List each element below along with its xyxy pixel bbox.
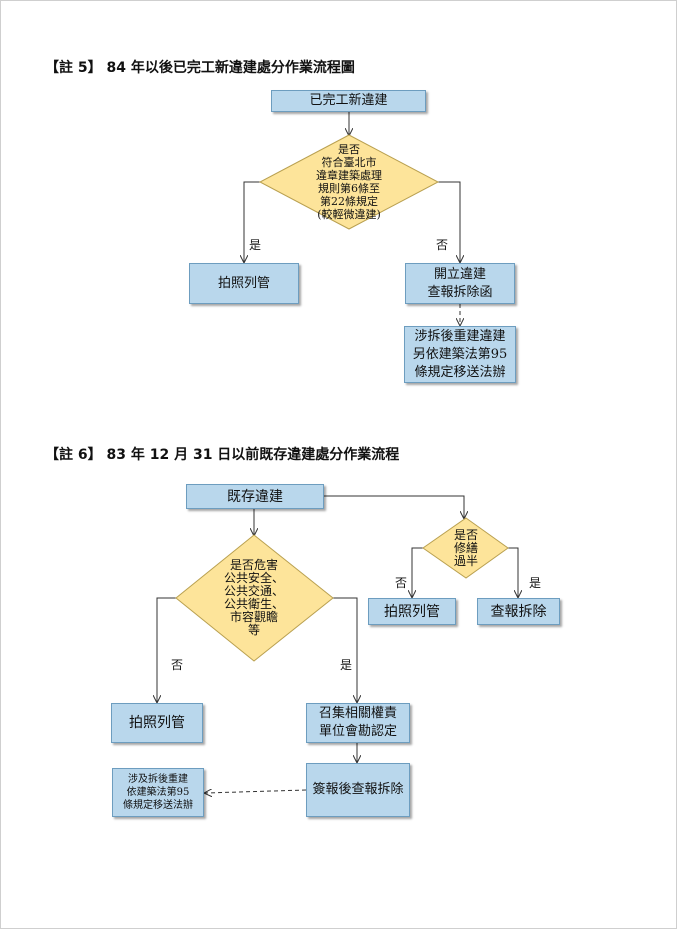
yes-label-repair: 是	[529, 576, 542, 590]
connector-sign-to-referral	[205, 790, 307, 793]
decision-text-hazard: 是否危害 公共安全、 公共交通、 公共衛生、 市容觀瞻 等	[223, 558, 284, 637]
photo-box-repair: 拍照列管	[368, 598, 456, 625]
start-box-s6: 既存違建	[186, 484, 324, 509]
referral-box-s5: 涉拆後重建違建 另依建築法第95 條規定移送法辦	[404, 326, 516, 383]
connector-hazard-yes	[333, 597, 357, 702]
decision-text-repair: 是否 修繕 過半	[453, 527, 478, 568]
photo-label-repair: 拍照列管	[384, 603, 440, 620]
start-label-s5: 已完工新違建	[309, 93, 388, 108]
connector-repair-no	[412, 547, 423, 597]
report-box-s5: 開立違建 查報拆除函	[405, 263, 515, 304]
photo-box-hazard: 拍照列管	[111, 703, 203, 743]
photo-label-hazard: 拍照列管	[129, 715, 185, 731]
no-label-hazard: 否	[171, 658, 184, 672]
connector-decision-yes	[244, 181, 260, 262]
yes-label-hazard: 是	[340, 658, 353, 672]
decision-diamond-repair	[422, 517, 509, 579]
referral-box-s6: 涉及拆後重建 依建築法第95 條規定移送法辦	[112, 768, 204, 817]
connector-hazard-no	[157, 597, 176, 702]
section6-title: 【註 6】 83 年 12 月 31 日以前既存違建處分作業流程	[45, 447, 400, 463]
report-box-repair: 查報拆除	[477, 598, 560, 625]
connector-decision-no	[438, 181, 460, 262]
referral-label-s6: 涉及拆後重建 依建築法第95 條規定移送法辦	[123, 774, 193, 811]
decision-text-s5: 是否 符合臺北市 違章建築處理 規則第6條至 第22條規定 (較輕微違建)	[316, 143, 382, 221]
referral-label-s5: 涉拆後重建違建 另依建築法第95 條規定移送法辦	[412, 328, 508, 380]
sign-box: 簽報後查報拆除	[306, 763, 410, 817]
photo-box-s5: 拍照列管	[189, 263, 299, 304]
no-label-repair: 否	[395, 576, 408, 590]
start-box-s5: 已完工新違建	[271, 90, 426, 112]
connector-start-to-repair	[324, 495, 464, 518]
no-label-s5: 否	[436, 238, 449, 252]
decision-diamond-s5	[258, 134, 440, 230]
connector-repair-yes	[508, 547, 518, 597]
start-label-s6: 既存違建	[227, 488, 283, 505]
sign-label: 簽報後查報拆除	[312, 782, 404, 797]
report-label-repair: 查報拆除	[490, 603, 547, 620]
decision-diamond-hazard	[175, 534, 334, 662]
convene-label: 召集相關權責 單位會勘認定	[318, 706, 397, 739]
report-label-s5: 開立違建 查報拆除函	[427, 266, 493, 300]
section5-title: 【註 5】 84 年以後已完工新違建處分作業流程圖	[45, 60, 355, 76]
yes-label-s5: 是	[249, 238, 262, 252]
photo-label-s5: 拍照列管	[217, 275, 270, 291]
convene-box: 召集相關權責 單位會勘認定	[306, 703, 410, 743]
